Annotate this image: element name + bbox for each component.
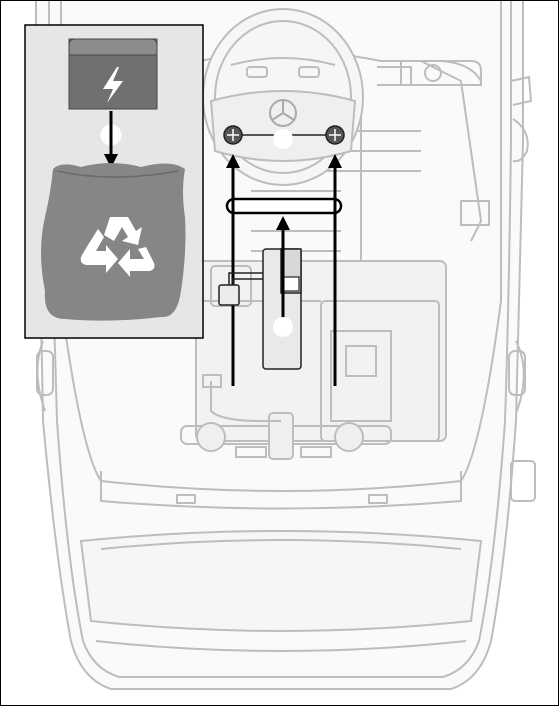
callout-2	[273, 129, 293, 149]
recycle-bag-icon	[41, 163, 186, 321]
callout-3	[273, 317, 293, 337]
screw-right-icon	[326, 126, 344, 144]
screw-left-icon	[224, 126, 242, 144]
battery-bracket	[227, 199, 341, 213]
battery-lightning-icon	[69, 39, 157, 109]
steering-wheel	[203, 9, 363, 185]
